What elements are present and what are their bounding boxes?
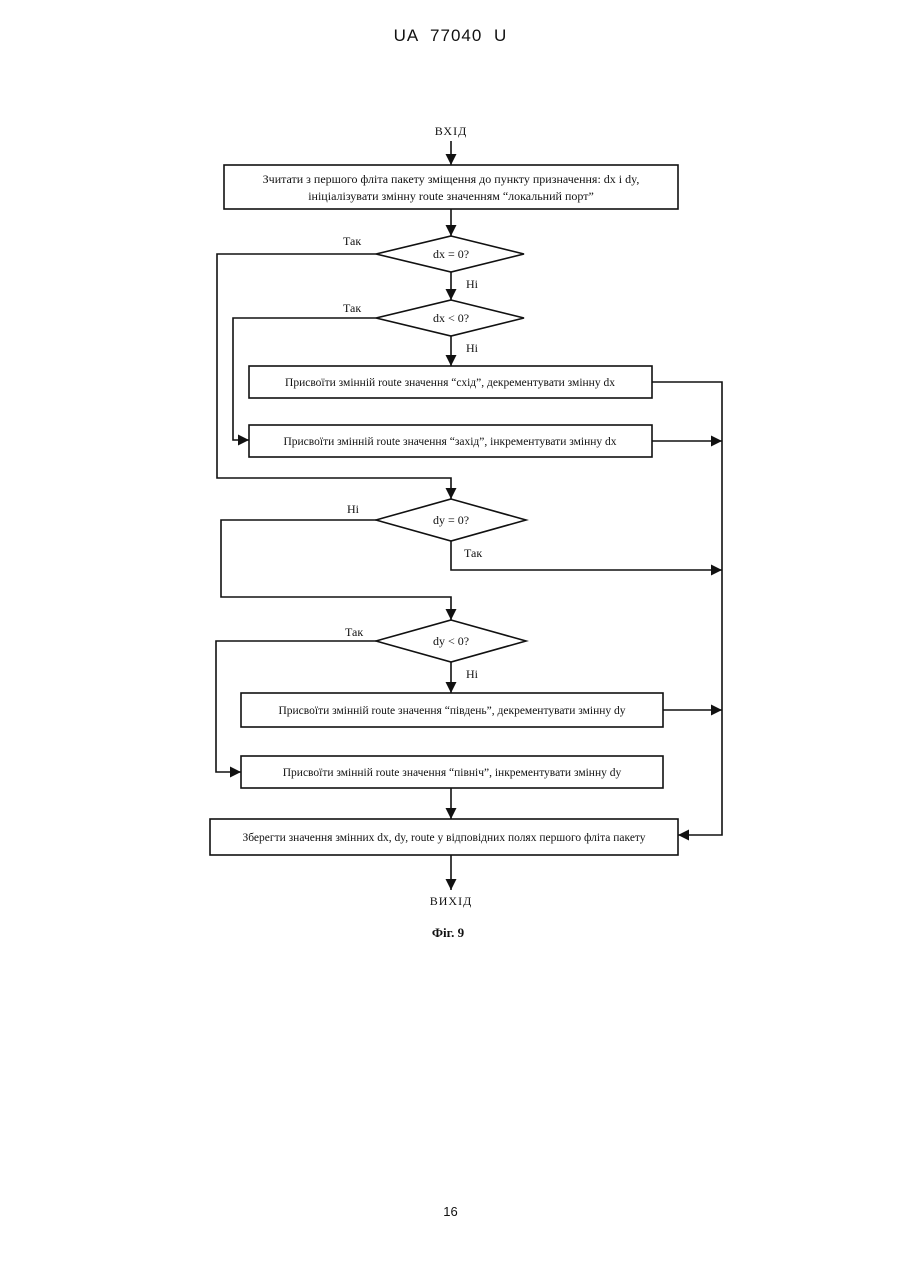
init-box-line2: ініціалізувати змінну route значенням “л… [308,189,594,203]
page-number: 16 [0,1204,901,1219]
save-box-text: Зберегти значення змінних dx, dy, route … [242,832,645,844]
end-label: ВИХІД [430,894,473,908]
decision-dy-equals-zero-text: dy = 0? [433,513,469,527]
south-box-text: Присвоїти змінній route значення “півден… [278,705,625,717]
label-yes-dx-eq: Так [343,234,361,248]
start-label: ВХІД [435,124,468,138]
init-box-line1: Зчитати з першого фліта пакету зміщення … [263,172,640,186]
label-no-dy-eq: Ні [347,502,360,516]
decision-dx-less-zero-text: dx < 0? [433,311,469,325]
decision-dy-less-zero-text: dy < 0? [433,634,469,648]
connector [451,541,722,570]
north-box-text: Присвоїти змінній route значення “північ… [283,767,622,779]
west-box-text: Присвоїти змінній route значення “захід”… [283,436,616,448]
east-box-text: Присвоїти змінній route значення “схід”,… [285,377,615,389]
label-yes-dy-eq: Так [464,546,482,560]
label-no-dy-lt: Ні [466,667,479,681]
label-yes-dx-lt: Так [343,301,361,315]
label-no-dx-eq: Ні [466,277,479,291]
figure-caption: Фіг. 9 [432,925,465,940]
decision-dx-equals-zero-text: dx = 0? [433,247,469,261]
connector [221,520,451,620]
label-yes-dy-lt: Так [345,625,363,639]
label-no-dx-lt: Ні [466,341,479,355]
